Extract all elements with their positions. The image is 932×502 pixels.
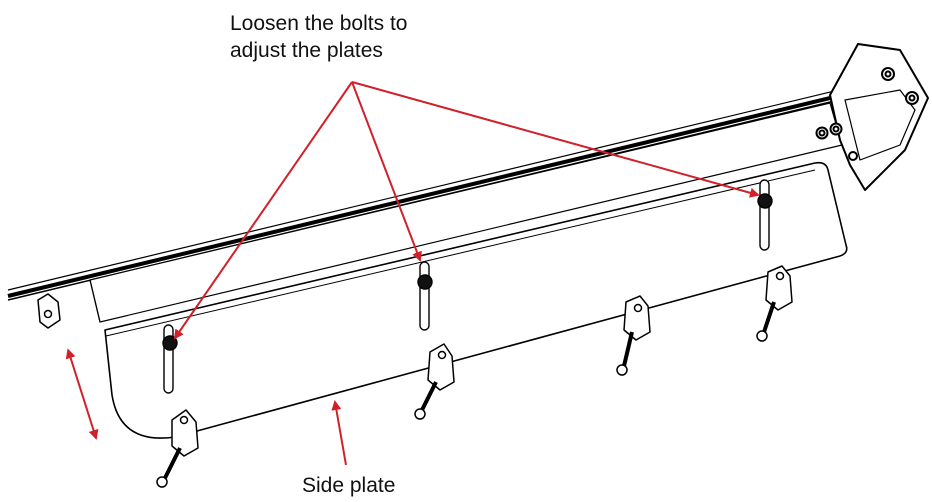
bolts-callout-label: Loosen the bolts to adjust the plates [230, 10, 407, 64]
slot-bolt-right [757, 179, 773, 251]
bolt-callout-arrows [173, 81, 760, 340]
side-plate-label: Side plate [302, 474, 396, 497]
side-plate [104, 161, 848, 439]
arrow-to-left-bolt [173, 81, 353, 340]
end-bracket [815, 43, 929, 191]
clamp-bracket-1 [156, 409, 199, 488]
clamp-bracket-4 [756, 265, 793, 342]
side-plate-callout-arrow [331, 400, 347, 466]
clamp-brackets [37, 265, 793, 488]
bolts-callout-line1: Loosen the bolts to [230, 12, 408, 35]
double-headed-arrow-icon [65, 348, 99, 440]
arrow-to-right-bolt [351, 81, 760, 198]
adjustment-slots [162, 179, 773, 394]
slot-bolt-left [162, 324, 178, 394]
slot-bolt-middle [417, 261, 433, 331]
bolts-callout-line2: adjust the plates [230, 39, 383, 62]
clamp-bracket-3 [616, 295, 651, 376]
clamp-bracket-2 [414, 343, 455, 420]
arrow-to-middle-bolt [351, 81, 422, 262]
clamp-bracket-left-top [37, 293, 61, 329]
